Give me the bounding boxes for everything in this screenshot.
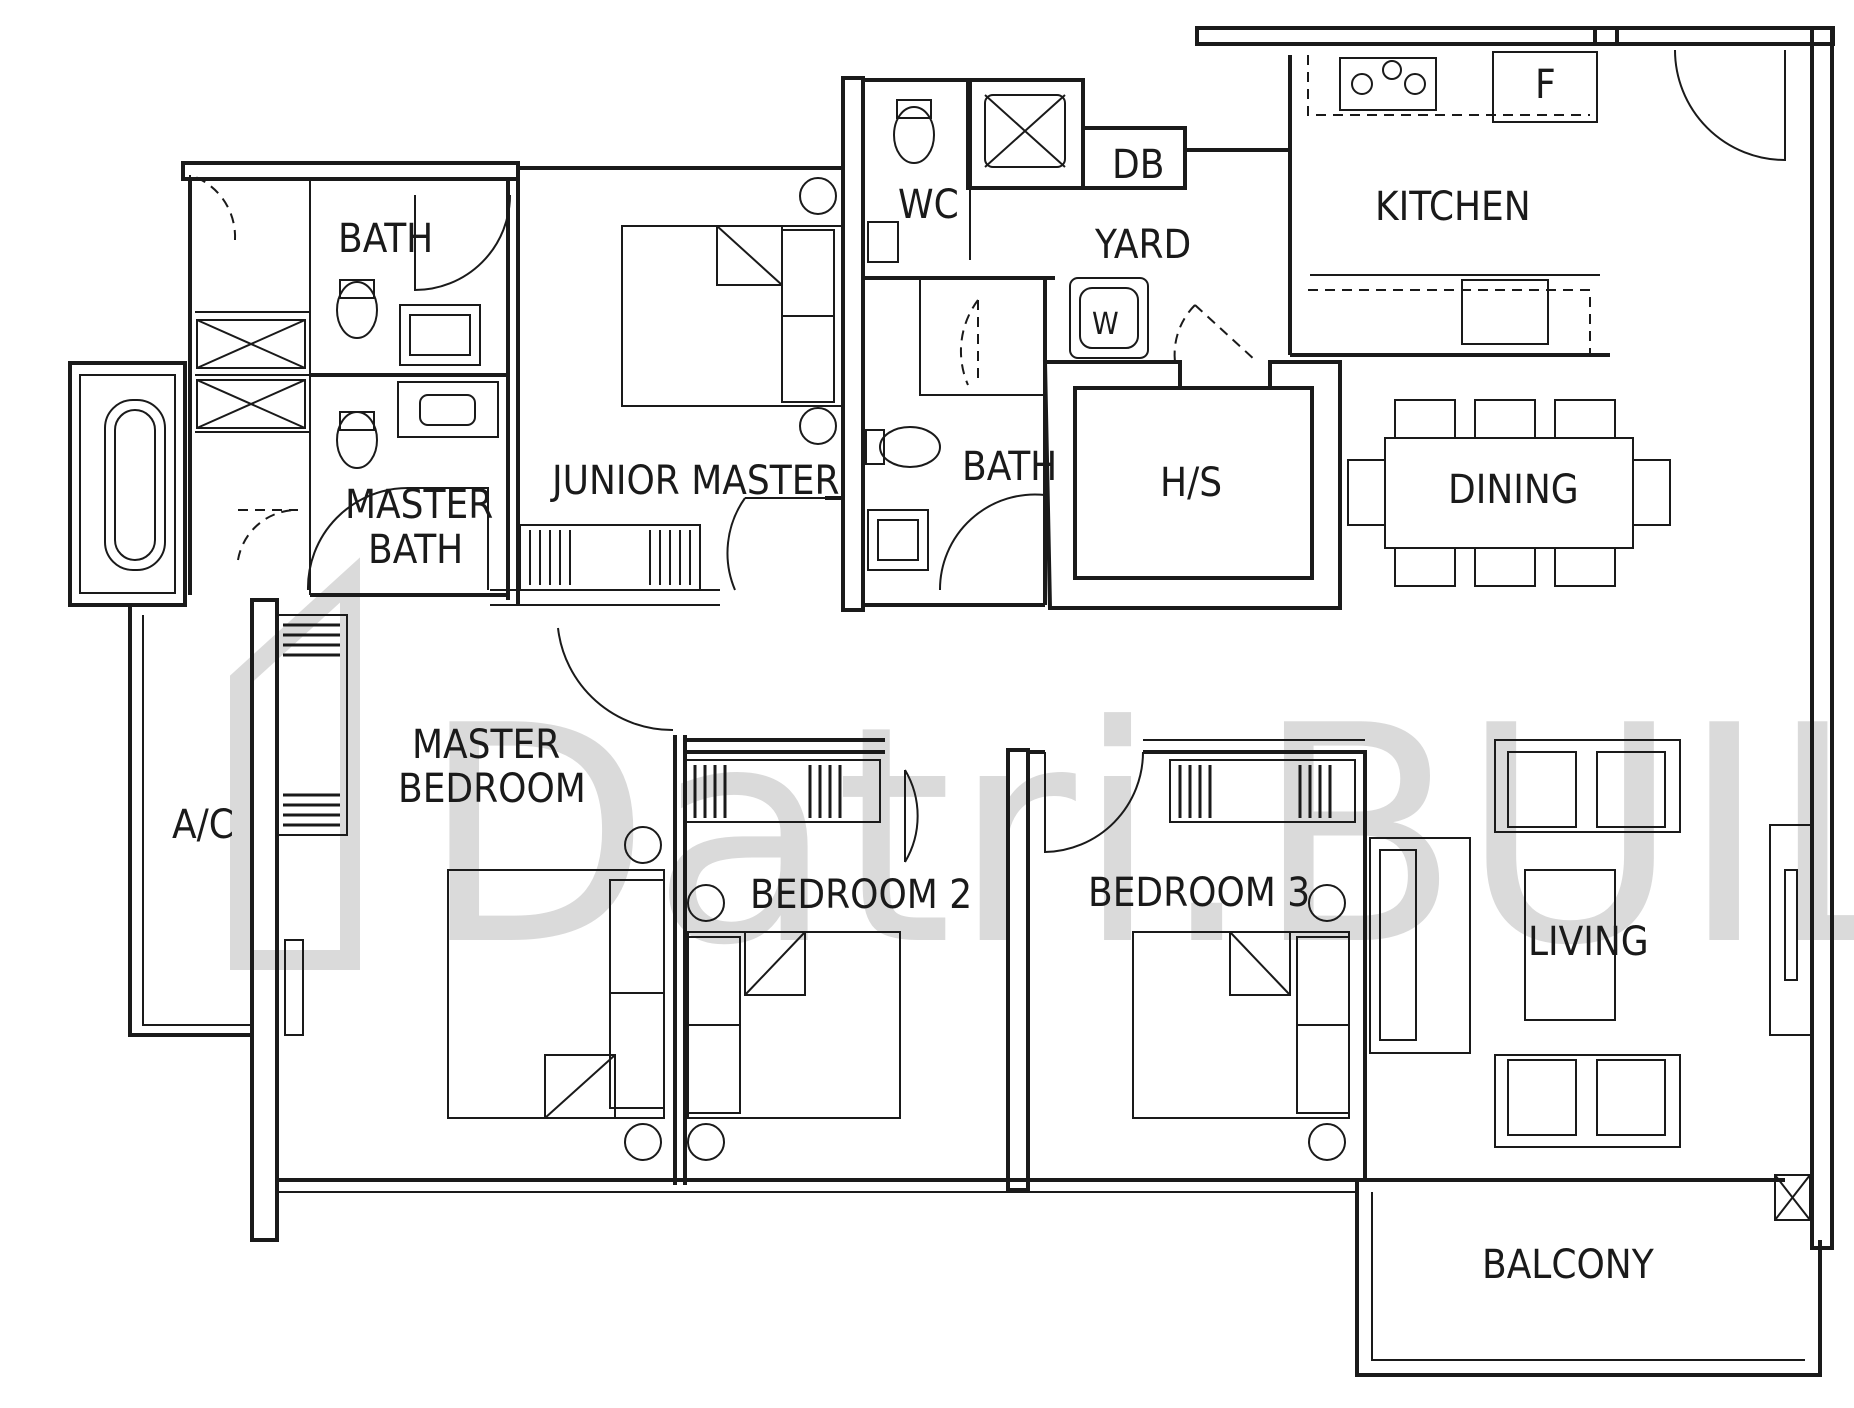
label-dining: DINING — [1448, 467, 1579, 513]
room-labels: BATH MASTER BATH JUNIOR MASTER WC DB YAR… — [172, 62, 1655, 1288]
label-wc: WC — [898, 182, 959, 228]
label-master-bedroom-line1: MASTER — [412, 722, 560, 768]
washer-label: W — [1092, 307, 1119, 342]
label-yard: YARD — [1094, 222, 1191, 268]
label-bedroom-3: BEDROOM 3 — [1088, 870, 1310, 916]
label-bath-mid: BATH — [962, 444, 1057, 490]
label-hs: H/S — [1160, 460, 1222, 506]
label-living: LIVING — [1528, 919, 1649, 965]
label-master-bath-line2: BATH — [368, 527, 463, 573]
label-bedroom-2: BEDROOM 2 — [750, 872, 972, 918]
label-bath-top: BATH — [338, 216, 433, 262]
label-master-bedroom-line2: BEDROOM — [398, 766, 586, 812]
label-balcony: BALCONY — [1482, 1242, 1655, 1288]
interior-walls — [188, 55, 1813, 1192]
outer-walls — [68, 26, 1835, 1377]
label-db: DB — [1112, 142, 1164, 188]
label-fridge: F — [1535, 62, 1556, 108]
label-kitchen: KITCHEN — [1375, 184, 1531, 230]
label-junior-master: JUNIOR MASTER — [550, 458, 839, 504]
fixtures: W — [104, 51, 1681, 1161]
label-ac: A/C — [172, 802, 234, 848]
doors — [189, 49, 1786, 863]
label-master-bath-line1: MASTER — [345, 482, 493, 528]
